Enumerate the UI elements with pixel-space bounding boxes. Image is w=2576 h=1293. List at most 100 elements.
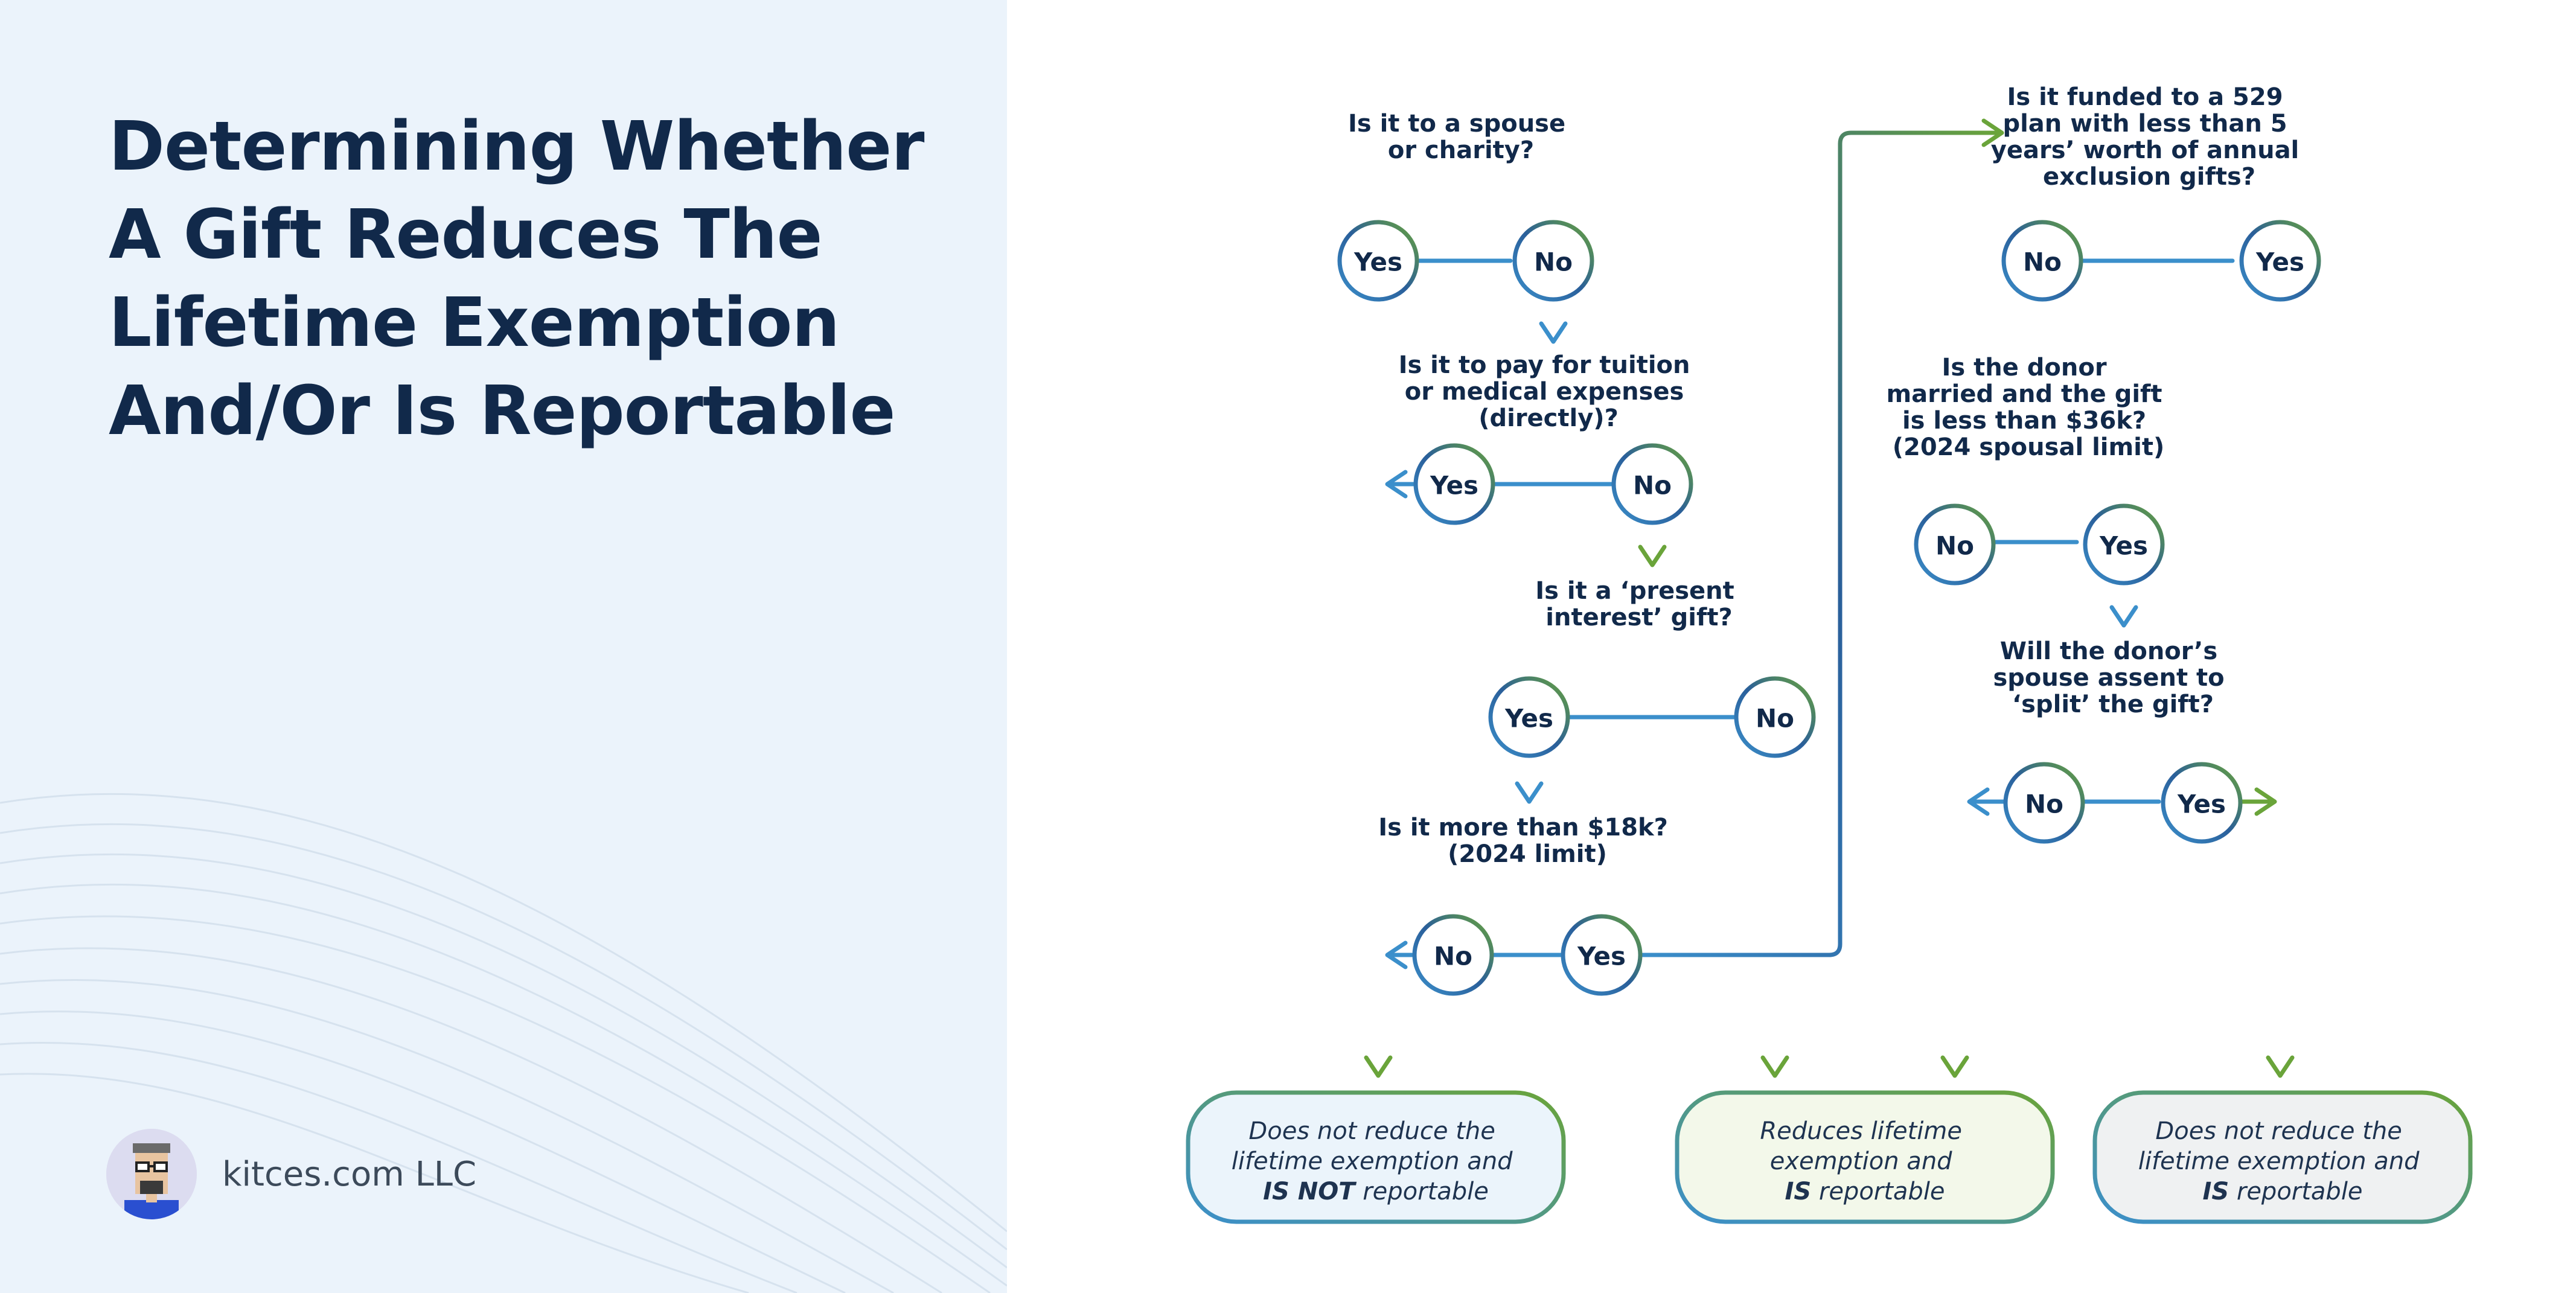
node-label: No — [1534, 247, 1573, 277]
brand-name: kitces.com LLC — [222, 1154, 477, 1194]
question-more-than-18k: Is it more than $18k? (2024 limit) — [1378, 814, 1676, 868]
question-line: ‘split’ the gift? — [2012, 691, 2214, 718]
q1-no-node — [1512, 220, 1594, 302]
node-label: No — [1633, 471, 1672, 500]
arrow-down-icon — [1638, 544, 1667, 567]
q2-no-node — [1611, 443, 1693, 525]
node-label: No — [1434, 942, 1472, 971]
arrow-down-icon — [1539, 321, 1568, 344]
arrow-left-icon — [1967, 787, 1990, 816]
arrow-down-icon — [2109, 605, 2138, 628]
title-line: Lifetime Exemption — [109, 284, 840, 362]
node-label: Yes — [2099, 531, 2148, 561]
question-line: Is it to pay for tuition — [1399, 351, 1690, 379]
outcome-emphasis: IS — [2202, 1178, 2229, 1205]
question-line: or charity? — [1388, 136, 1534, 164]
question-spouse-split: Will the donor’s spouse assent to ‘split… — [1993, 637, 2232, 718]
outcome-text-2: Reduces lifetime exemption and IS report… — [1760, 1117, 1969, 1205]
outcome-line: IS NOT reportable — [1263, 1178, 1489, 1205]
outcome-line: lifetime exemption and — [1232, 1148, 1513, 1175]
question-line: (2024 spousal limit) — [1893, 433, 2165, 461]
arrow-down-icon — [1364, 1055, 1393, 1078]
outcome-line: IS reportable — [1785, 1178, 1945, 1205]
question-line: years’ worth of annual — [1991, 136, 2299, 164]
question-line: is less than $36k? — [1902, 407, 2146, 435]
question-present-interest: Is it a ‘present interest’ gift? — [1535, 577, 1742, 631]
q4-yes-node — [1561, 914, 1643, 996]
question-line: Is it to a spouse — [1348, 110, 1565, 138]
question-line: spouse assent to — [1993, 664, 2224, 692]
question-line: plan with less than 5 — [2002, 110, 2287, 138]
question-line: (2024 limit) — [1448, 840, 1607, 868]
q3-no-node — [1734, 676, 1816, 758]
arrow-down-icon — [1940, 1055, 1969, 1078]
outcome-line: Reduces lifetime — [1760, 1117, 1962, 1145]
question-line: married and the gift — [1886, 380, 2162, 408]
node-label: No — [1756, 704, 1794, 733]
q6-yes-node — [2083, 503, 2165, 586]
outcome-text-1: Does not reduce the lifetime exemption a… — [1232, 1117, 1521, 1205]
q2-yes-node — [1413, 443, 1495, 525]
arrow-right-icon — [1981, 118, 2004, 147]
title-line: Determining Whether — [109, 107, 924, 186]
avatar-glasses-icon — [106, 1129, 197, 1219]
question-line: Is it a ‘present — [1535, 577, 1734, 605]
outcome-text-3: Does not reduce the lifetime exemption a… — [2138, 1117, 2427, 1205]
node-label: Yes — [1354, 247, 1402, 277]
outcome-line: IS reportable — [2202, 1178, 2362, 1205]
question-529-plan: Is it funded to a 529 plan with less tha… — [1991, 83, 2307, 191]
line-q4-yes-to-q5 — [1638, 130, 2001, 957]
title-line: And/Or Is Reportable — [109, 372, 895, 450]
question-tuition-medical: Is it to pay for tuition or medical expe… — [1399, 351, 1699, 432]
outcome-box-no-reduce-reportable — [2092, 1090, 2473, 1224]
outcome-line: Does not reduce the — [2155, 1117, 2402, 1145]
outcome-line-end: reportable — [1355, 1178, 1489, 1205]
question-line: Will the donor’s — [2000, 637, 2217, 665]
outcome-line: exemption and — [1770, 1148, 1952, 1175]
outcome-emphasis: IS NOT — [1263, 1178, 1357, 1205]
outcome-box-reduces-reportable — [1675, 1090, 2055, 1224]
q5-yes-node — [2239, 220, 2321, 302]
arrow-left-icon — [1385, 470, 1408, 499]
outcome-box-not-reportable — [1186, 1090, 1566, 1224]
outcome-emphasis: IS — [1785, 1178, 1811, 1205]
arrow-down-icon — [1515, 781, 1544, 804]
q4-no-node — [1412, 914, 1494, 996]
question-spouse-charity: Is it to a spouse or charity? — [1348, 110, 1574, 164]
arrow-right-icon — [2254, 787, 2277, 816]
question-line: or medical expenses — [1405, 378, 1684, 406]
node-label: Yes — [2255, 247, 2304, 277]
left-panel: Determining Whether A Gift Reduces The L… — [0, 0, 1007, 1293]
question-donor-married: Is the donor married and the gift is les… — [1886, 354, 2170, 461]
node-label: Yes — [1577, 942, 1626, 971]
q7-yes-node — [2161, 762, 2243, 844]
q6-no-node — [1914, 503, 1996, 586]
node-label: Yes — [1504, 704, 1553, 733]
background-waves — [0, 793, 1007, 1293]
outcome-line-end: reportable — [2229, 1178, 2362, 1205]
node-label: No — [2025, 790, 2063, 819]
q1-yes-node — [1337, 220, 1419, 302]
question-line: (directly)? — [1478, 404, 1619, 432]
question-line: Is the donor — [1942, 354, 2106, 382]
question-line: Is it more than $18k? — [1378, 814, 1668, 841]
question-line: interest’ gift? — [1545, 604, 1732, 631]
node-label: No — [2023, 247, 2062, 277]
node-label: Yes — [2177, 790, 2226, 819]
outcome-line-end: reportable — [1811, 1178, 1945, 1205]
arrow-left-icon — [1385, 940, 1408, 969]
question-line: exclusion gifts? — [2043, 163, 2255, 191]
q3-yes-node — [1488, 676, 1570, 758]
node-label: No — [1935, 531, 1974, 561]
arrow-down-icon — [1760, 1055, 1789, 1078]
q7-no-node — [2003, 762, 2085, 844]
brand: kitces.com LLC — [106, 1129, 476, 1219]
arrow-down-icon — [2266, 1055, 2295, 1078]
node-label: Yes — [1430, 471, 1478, 500]
question-line: Is it funded to a 529 — [2007, 83, 2283, 111]
outcome-line: Does not reduce the — [1248, 1117, 1495, 1145]
page-title: Determining Whether A Gift Reduces The L… — [109, 103, 984, 455]
outcome-line: lifetime exemption and — [2138, 1148, 2420, 1175]
title-line: A Gift Reduces The — [109, 196, 822, 274]
